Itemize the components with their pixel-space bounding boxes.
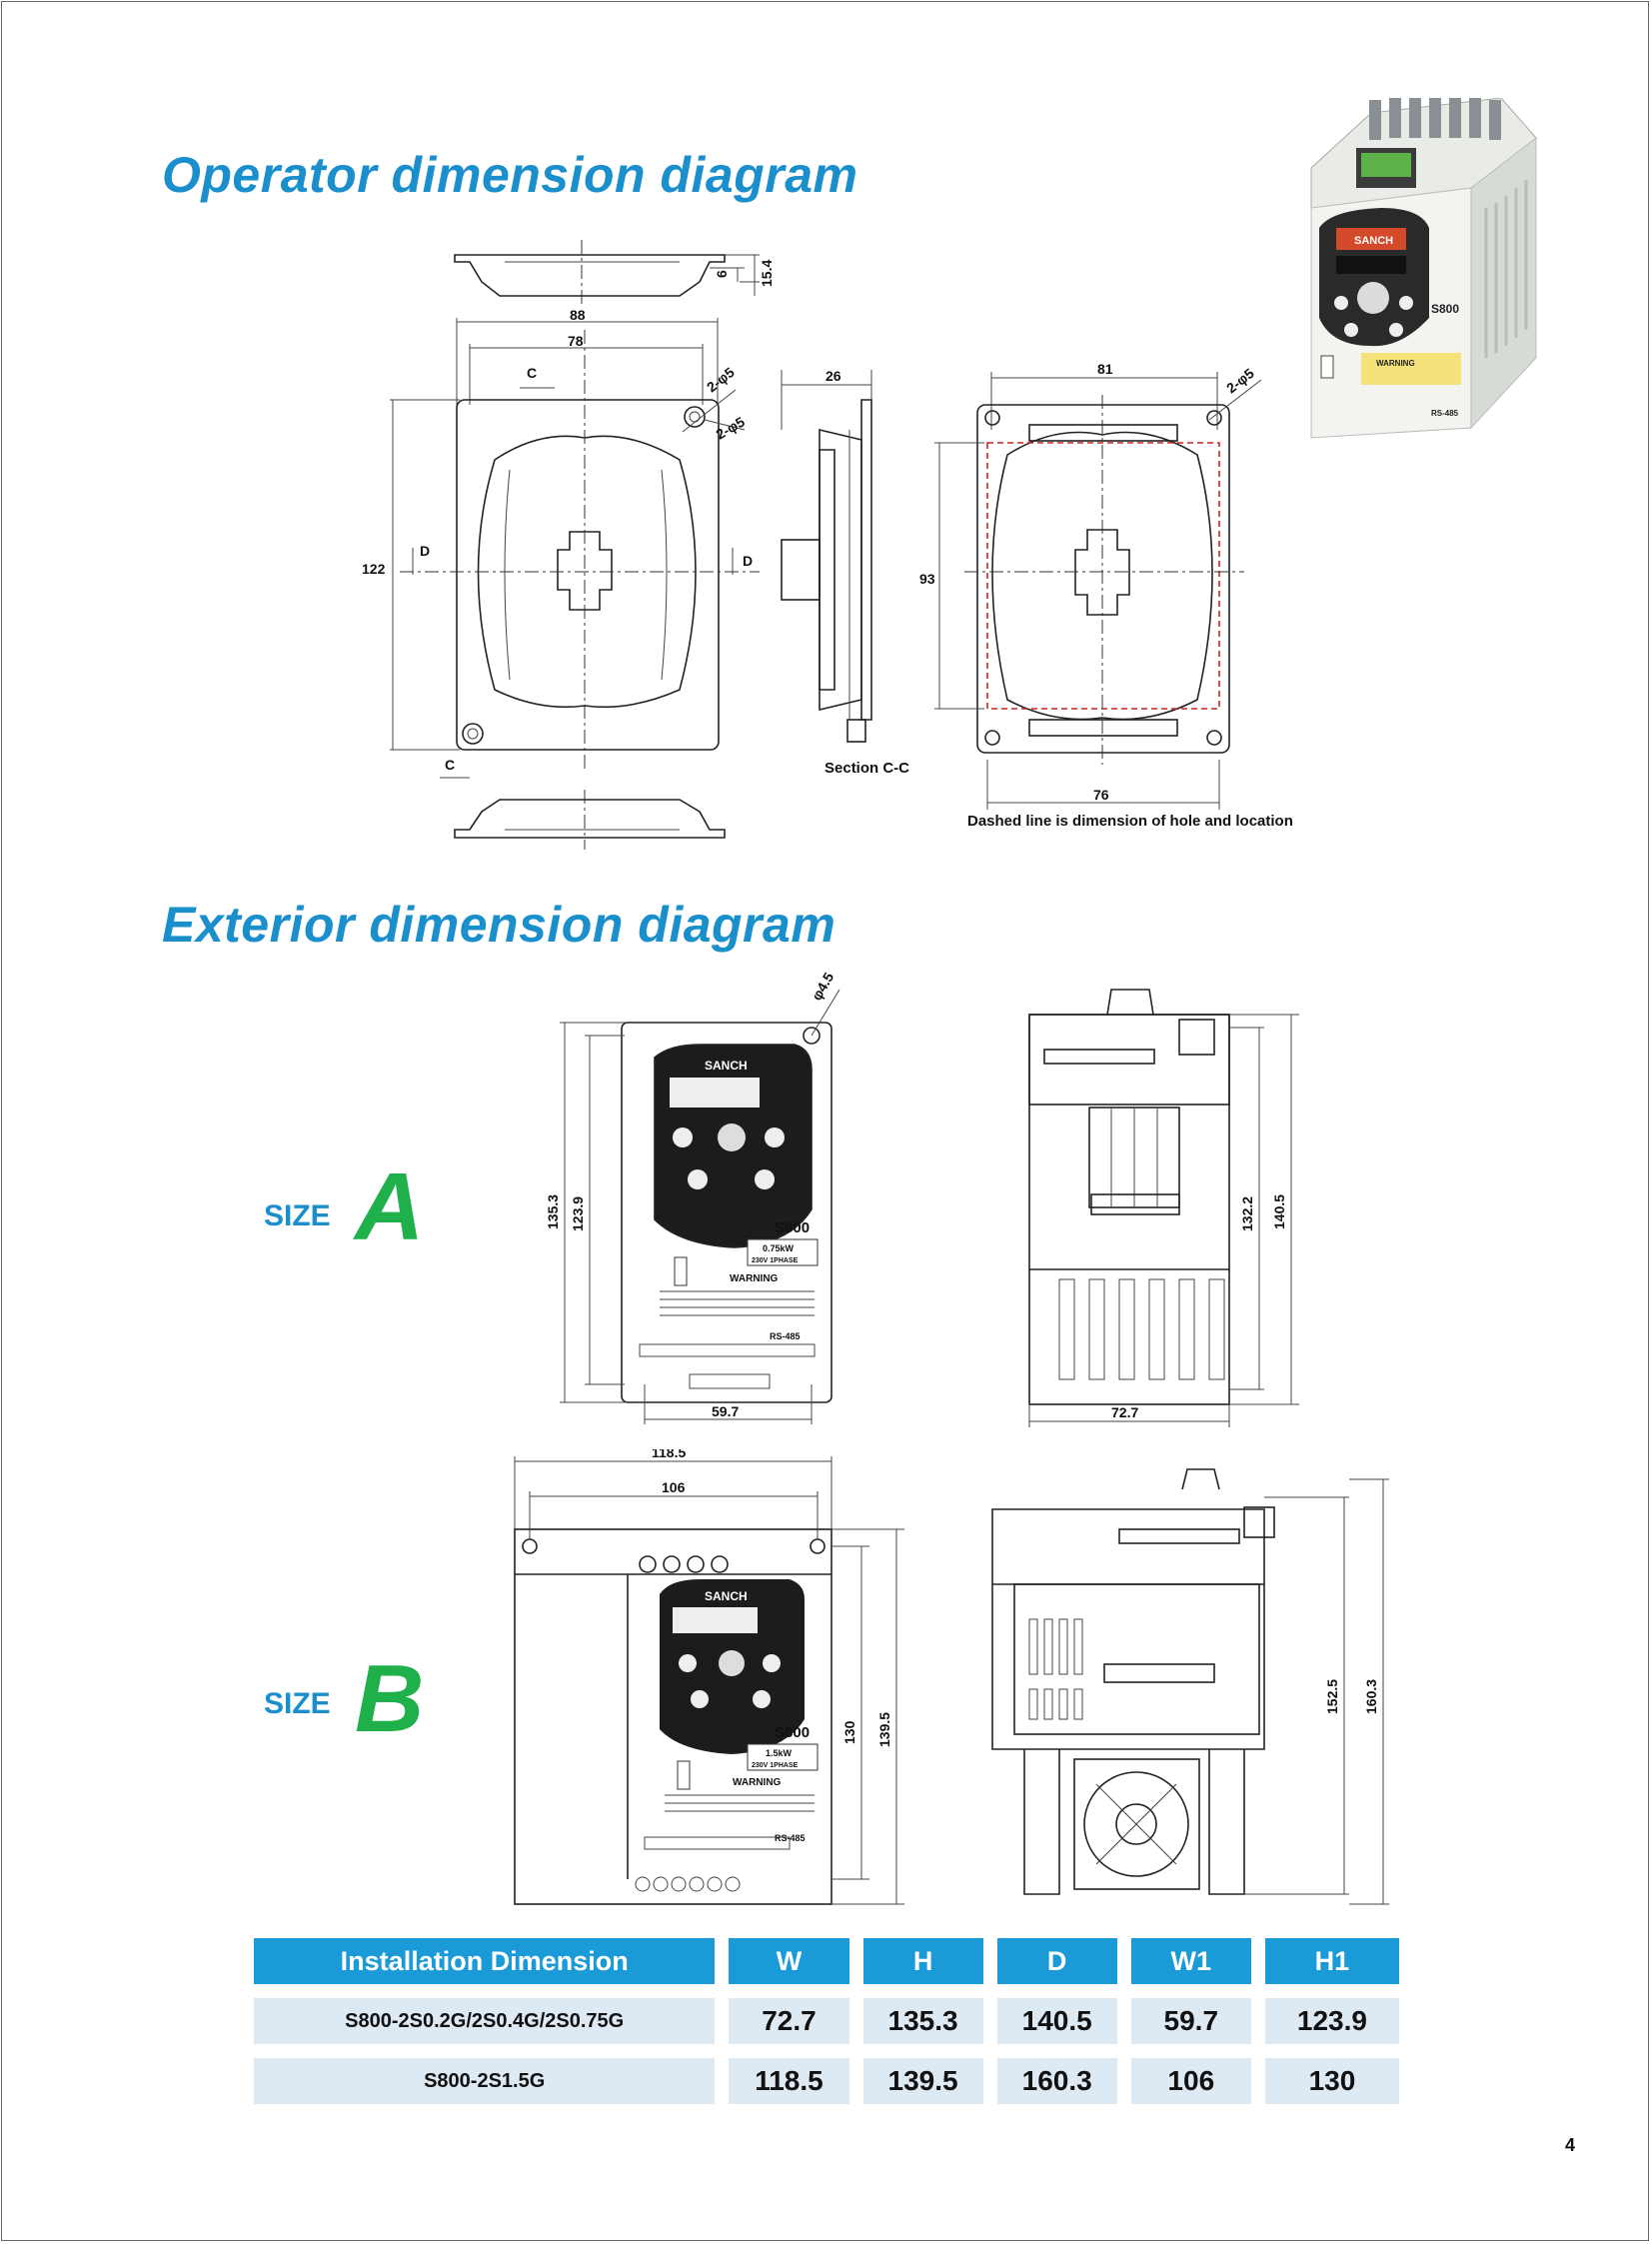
section-mark-d-left: D (420, 543, 430, 559)
dim-88: 88 (570, 307, 586, 323)
size-a-model: S800 (775, 1219, 810, 1236)
header-h: H (862, 1938, 997, 1984)
header-d: D (996, 1938, 1131, 1984)
dim-122: 122 (362, 561, 386, 577)
dim-hole-2-phi5-a: 2-φ5 (704, 364, 738, 395)
page-number: 4 (1565, 2135, 1576, 2155)
size-a-front-view: SANCH S800 0.75kW 230V 1PHASE WARNING RS… (545, 970, 840, 1424)
photo-model: S800 (1431, 302, 1459, 316)
cell-h: 135.3 (862, 1998, 997, 2044)
header-h1: H1 (1264, 1938, 1399, 1984)
header-installation-dimension: Installation Dimension (254, 1938, 730, 1984)
size-b-dim-139-5: 139.5 (876, 1712, 892, 1747)
section-mark-c-bottom: C (445, 757, 455, 773)
size-a-dim-59-7: 59.7 (712, 1403, 739, 1419)
size-a-side-view: 140.5 132.2 72.7 (1028, 989, 1299, 1427)
exterior-diagram-title: Exterior dimension diagram (162, 897, 836, 953)
size-b-dim-118-5: 118.5 (652, 1449, 686, 1460)
size-b-rating: 1.5kW (766, 1748, 793, 1758)
size-b-warning: WARNING (733, 1777, 782, 1788)
size-b-dim-106: 106 (662, 1479, 686, 1495)
cutout-note: Dashed line is dimension of hole and loc… (967, 813, 1293, 830)
operator-top-view: 15.4 6 (454, 240, 775, 305)
size-a-warning: WARNING (730, 1273, 779, 1284)
operator-cutout-view: 81 93 76 2-φ5 Dashed line is dimension o… (919, 361, 1293, 830)
dim-26: 26 (826, 368, 841, 384)
cell-w1: 106 (1130, 2058, 1265, 2104)
cell-w: 72.7 (729, 1998, 863, 2044)
size-a-dim-140-5: 140.5 (1271, 1194, 1287, 1229)
cell-h: 139.5 (862, 2058, 997, 2104)
size-a-drawing: SANCH S800 0.75kW 230V 1PHASE WARNING RS… (545, 970, 1299, 1427)
size-b-front-view: 118.5 106 SANCH S800 1.5kW 230V 1PHASE W… (514, 1449, 904, 1905)
photo-brand: SANCH (1354, 235, 1393, 247)
size-b-dim-152-5: 152.5 (1324, 1679, 1340, 1714)
size-a-rs485: RS-485 (770, 1331, 801, 1341)
dim-81: 81 (1097, 361, 1113, 377)
size-b-drawing: 118.5 106 SANCH S800 1.5kW 230V 1PHASE W… (514, 1449, 1389, 1905)
size-a-dim-123-9: 123.9 (570, 1196, 586, 1231)
size-a-phase: 230V 1PHASE (752, 1257, 799, 1264)
cell-model: S800-2S0.2G/2S0.4G/2S0.75G (254, 1998, 730, 2044)
size-a-letter: A (355, 1153, 425, 1260)
operator-section-view: 26 Section C-C (781, 368, 909, 777)
cell-model: S800-2S1.5G (254, 2058, 730, 2104)
operator-dimension-drawing: 15.4 6 88 78 122 2-φ5 2-φ5 C C D D (362, 240, 1293, 850)
size-b-brand: SANCH (705, 1589, 748, 1603)
operator-front-view: 88 78 122 2-φ5 2-φ5 C C D D (362, 307, 760, 779)
header-w: W (729, 1938, 863, 1984)
cell-h1: 130 (1264, 2058, 1399, 2104)
cell-d: 140.5 (996, 1998, 1131, 2044)
cell-w1: 59.7 (1130, 1998, 1265, 2044)
dim-15-4: 15.4 (759, 260, 775, 287)
section-mark-d-right: D (743, 553, 753, 569)
photo-rs485: RS-485 (1431, 409, 1459, 418)
size-b-model: S800 (775, 1724, 810, 1741)
dim-93: 93 (919, 571, 935, 587)
cell-h1: 123.9 (1264, 1998, 1399, 2044)
dim-76: 76 (1093, 787, 1109, 803)
size-a-brand: SANCH (705, 1059, 748, 1073)
dim-78: 78 (568, 333, 584, 349)
operator-diagram-title: Operator dimension diagram (162, 147, 858, 203)
table-row: S800-2S1.5G 118.5 139.5 160.3 106 130 (254, 2058, 1399, 2104)
size-b-letter: B (355, 1645, 425, 1752)
dim-6: 6 (714, 270, 730, 278)
size-a-dim-72-7: 72.7 (1111, 1404, 1138, 1420)
size-b-side-view: 152.5 160.3 (991, 1468, 1389, 1905)
size-b-phase: 230V 1PHASE (752, 1762, 799, 1769)
photo-warning: WARNING (1376, 359, 1415, 368)
size-a-dim-135-3: 135.3 (545, 1194, 561, 1229)
size-b-dim-160-3: 160.3 (1363, 1679, 1379, 1714)
section-mark-c-top: C (527, 365, 537, 381)
dim-hole-2-phi5-c: 2-φ5 (1223, 365, 1257, 396)
installation-dimension-table: Installation Dimension W H D W1 H1 S800-… (254, 1924, 1399, 2118)
size-a-label: SIZE (264, 1199, 331, 1232)
size-a-dim-132-2: 132.2 (1239, 1196, 1255, 1231)
table-header-row: Installation Dimension W H D W1 H1 (254, 1938, 1399, 1984)
header-w1: W1 (1130, 1938, 1265, 1984)
product-photo: SANCH S800 WARNING RS-485 (1310, 98, 1537, 439)
section-label: Section C-C (825, 760, 909, 777)
table-row: S800-2S0.2G/2S0.4G/2S0.75G 72.7 135.3 14… (254, 1998, 1399, 2044)
size-b-label: SIZE (264, 1687, 331, 1720)
size-a-dim-hole: φ4.5 (809, 970, 837, 1004)
operator-bottom-view (454, 790, 726, 850)
cell-d: 160.3 (996, 2058, 1131, 2104)
size-a-rating: 0.75kW (763, 1243, 795, 1253)
size-b-dim-130: 130 (841, 1720, 857, 1744)
cell-w: 118.5 (729, 2058, 863, 2104)
